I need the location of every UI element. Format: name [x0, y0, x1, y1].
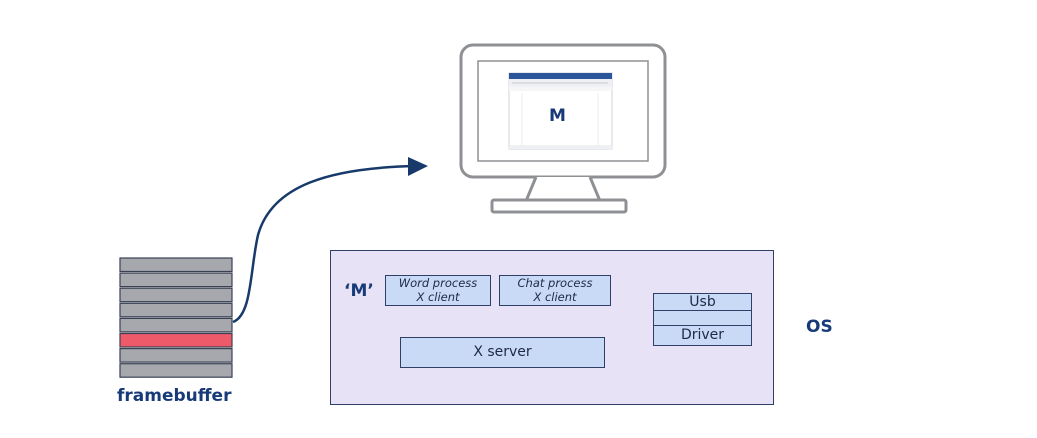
framebuffer-label: framebuffer	[117, 386, 232, 406]
word-xclient-label: X client	[416, 290, 460, 304]
framebuffer-stack	[119, 257, 233, 378]
chat-process-box: Chat process X client	[499, 275, 611, 306]
os-label: OS	[806, 317, 833, 337]
char-m-label: ‘M’	[344, 281, 374, 301]
arrow-right-icon	[232, 157, 428, 324]
driver-box: Driver	[653, 325, 752, 346]
chat-xclient-label: X client	[533, 290, 577, 304]
framebuffer-row-highlight	[119, 332, 233, 348]
word-window-icon	[508, 72, 613, 150]
framebuffer-row	[119, 272, 233, 288]
framebuffer-row	[119, 257, 233, 273]
framebuffer-row	[119, 348, 233, 363]
framebuffer-row	[119, 302, 233, 318]
xserver-box: X server	[400, 337, 605, 368]
screen-m-text: M	[549, 106, 566, 126]
driver-middle-box	[653, 310, 752, 326]
chat-process-label: Chat process	[517, 276, 593, 290]
framebuffer-row	[119, 287, 233, 303]
framebuffer-row	[119, 363, 233, 378]
word-process-box: Word process X client	[385, 275, 491, 306]
word-process-label: Word process	[398, 276, 478, 290]
framebuffer-row	[119, 317, 233, 333]
usb-box: Usb	[653, 293, 752, 311]
